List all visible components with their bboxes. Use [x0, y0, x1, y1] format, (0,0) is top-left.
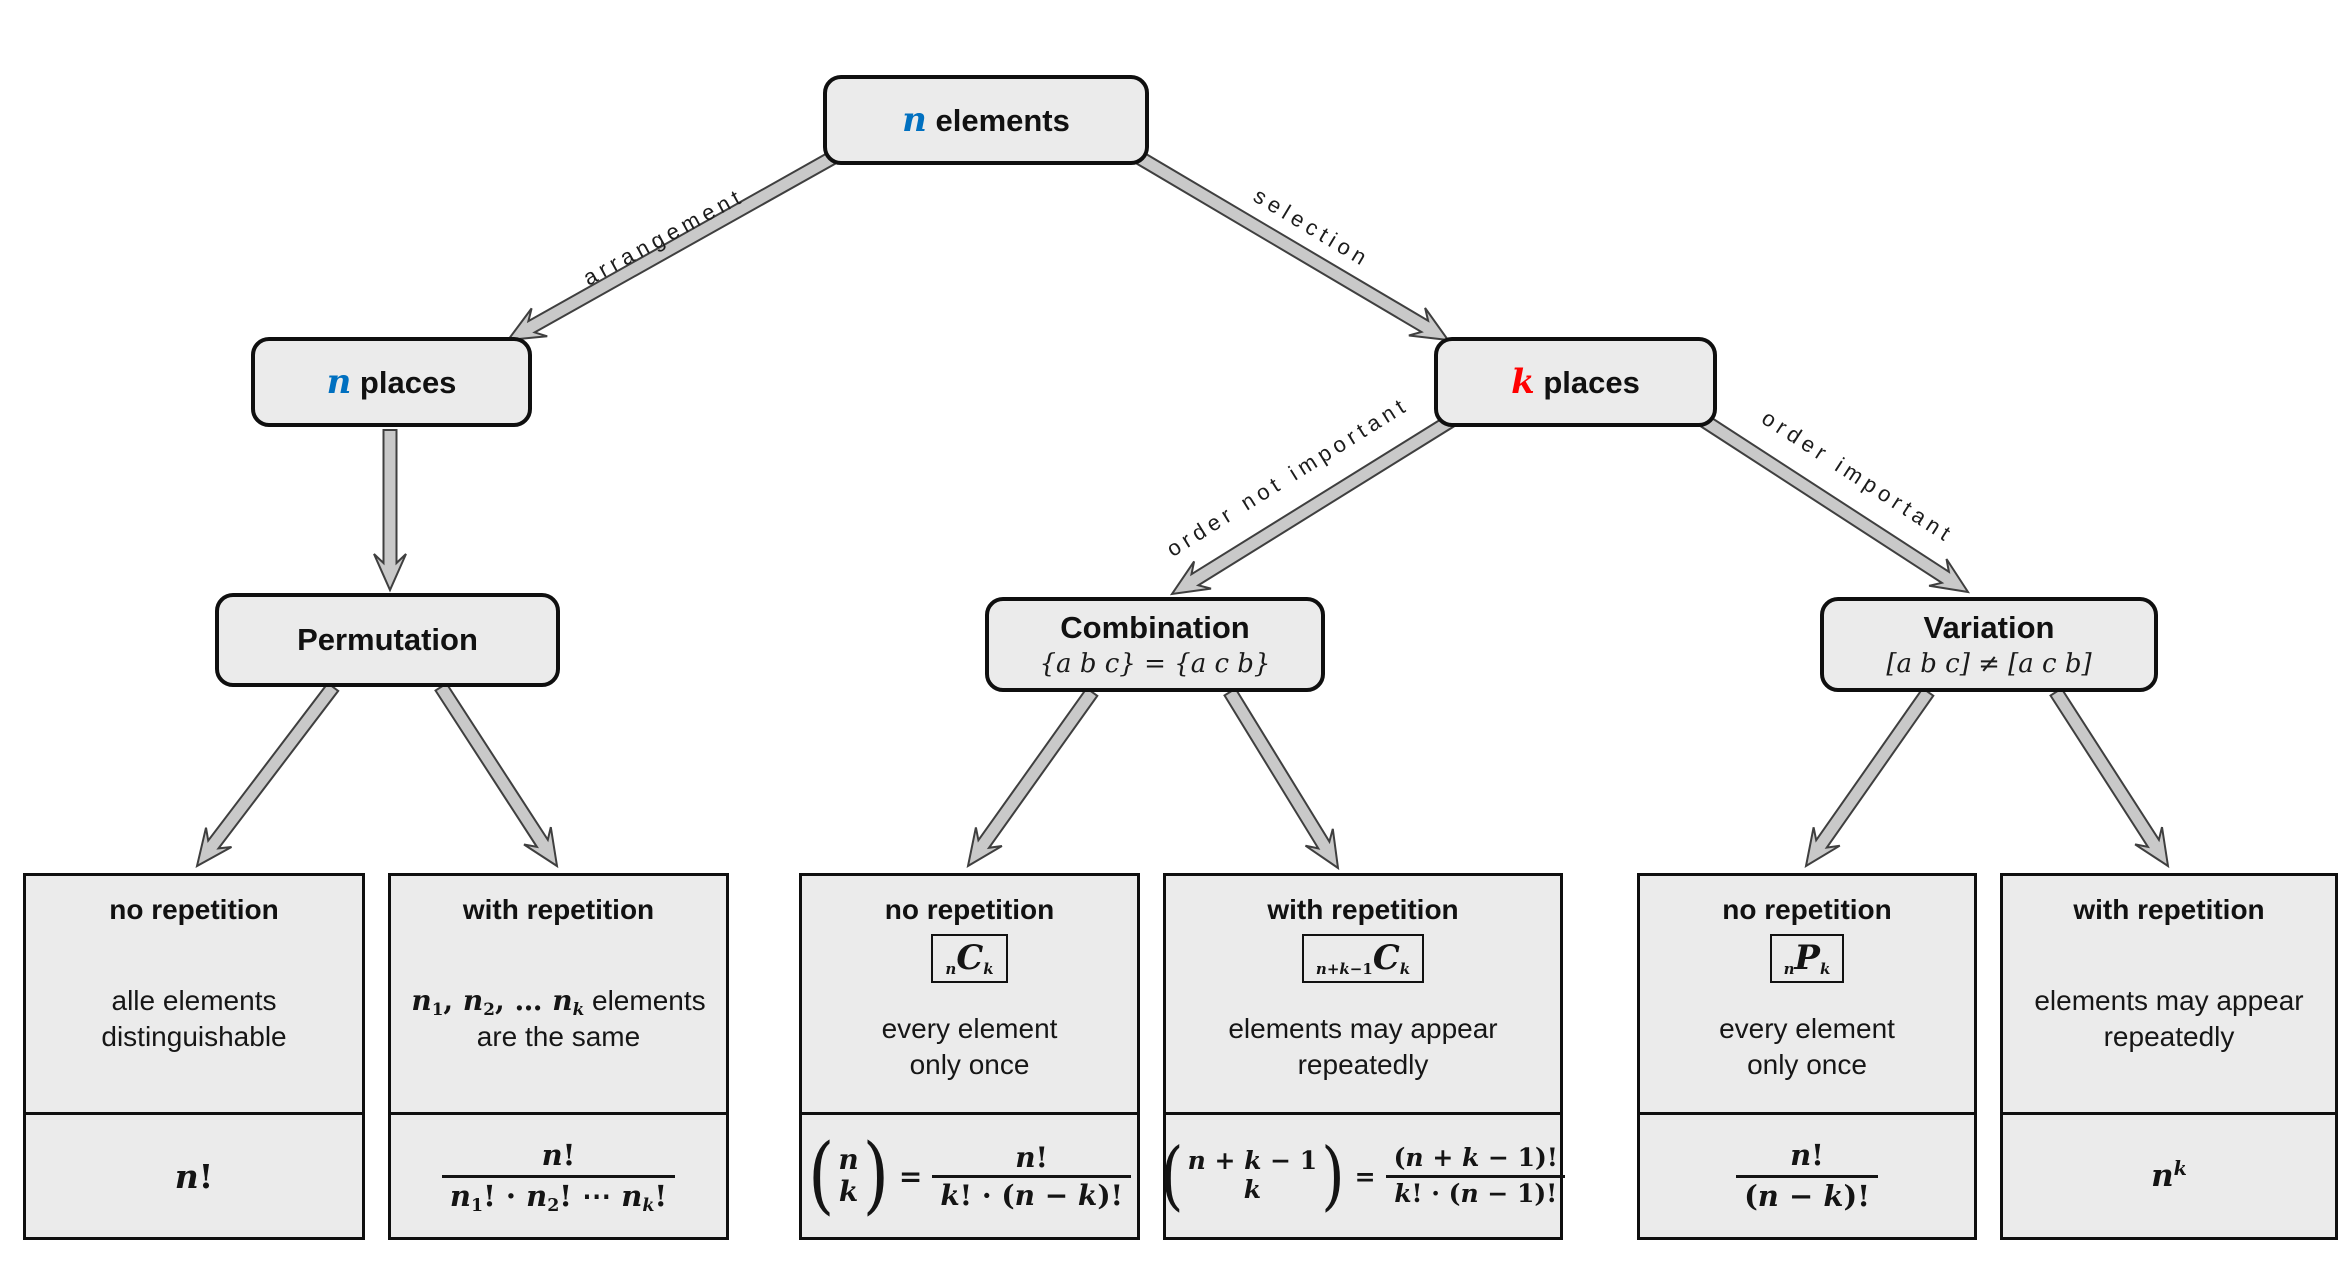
- leaf-content: with repetition elements may appear repe…: [2003, 876, 2335, 1112]
- arrow-4: [434, 682, 559, 869]
- node-variation-title: Variation: [1923, 610, 2055, 645]
- arrow-7: [966, 686, 1099, 869]
- node-k-places: k places: [1434, 337, 1717, 427]
- leaf-header: no repetition: [884, 894, 1055, 925]
- node-combination: Combination {a b c} = {a c b}: [985, 597, 1325, 692]
- node-permutation-title: Permutation: [297, 622, 478, 657]
- leaf-description: every element only once: [881, 1012, 1058, 1081]
- arrow-9: [1804, 686, 1935, 869]
- node-n-places-label: n places: [326, 362, 457, 402]
- leaf-header: no repetition: [109, 894, 279, 925]
- leaf-content: with repetition n+k−1Ck elements may app…: [1166, 876, 1560, 1112]
- node-n-elements-label: n elements: [902, 100, 1070, 140]
- node-n-elements: n elements: [823, 75, 1149, 165]
- node-combination-title: Combination: [1060, 610, 1250, 645]
- node-k-places-label: k places: [1511, 362, 1640, 402]
- leaf-formula: nk: [2003, 1112, 2335, 1237]
- leaf-content: with repetition n1, n2, … nk elements ar…: [391, 876, 726, 1112]
- arrow-10: [2049, 687, 2170, 869]
- arrow-0: [505, 150, 837, 342]
- leaf-variation-with-repetition: with repetition elements may appear repe…: [2000, 873, 2338, 1240]
- arrow-3: [195, 681, 340, 868]
- arrow-1: [1135, 151, 1451, 342]
- leaf-combination-no-repetition: no repetition nCk every element only onc…: [799, 873, 1140, 1240]
- leaf-description: alle elements distinguishable: [101, 984, 287, 1052]
- node-variation: Variation [a b c] ≠ [a c b]: [1820, 597, 2158, 692]
- leaf-header: no repetition: [1722, 894, 1892, 925]
- leaf-content: no repetition alle elements distinguisha…: [26, 876, 362, 1112]
- leaf-description: elements may appear repeatedly: [1228, 1012, 1498, 1081]
- leaf-permutation-with-repetition: with repetition n1, n2, … nk elements ar…: [388, 873, 729, 1240]
- leaf-header: with repetition: [462, 894, 655, 925]
- notation-nCk: nCk: [931, 934, 1008, 983]
- leaf-formula: n!n1! · n2! ⋯ nk!: [391, 1112, 726, 1237]
- arrow-2: [373, 429, 407, 593]
- node-n-places: n places: [251, 337, 532, 427]
- leaf-content: no repetition nPk every element only onc…: [1640, 876, 1974, 1112]
- leaf-description: elements may appear repeatedly: [2034, 984, 2304, 1052]
- node-permutation: Permutation: [215, 593, 560, 687]
- notation-nPk: nPk: [1769, 934, 1845, 983]
- notation-n-plus-k-minus-1-Ck: n+k−1Ck: [1301, 934, 1425, 983]
- leaf-description: every element only once: [1719, 1012, 1895, 1081]
- node-variation-subtitle: [a b c] ≠ [a c b]: [1886, 649, 2092, 679]
- leaf-description: n1, n2, … nk elements are the same: [411, 983, 706, 1052]
- node-combination-subtitle: {a b c} = {a c b}: [1039, 649, 1271, 679]
- leaf-formula: n!(n − k)!: [1640, 1112, 1974, 1237]
- arrow-6: [1698, 413, 1971, 594]
- leaf-combination-with-repetition: with repetition n+k−1Ck elements may app…: [1160, 873, 1566, 1240]
- arrow-5: [1169, 413, 1457, 596]
- leaf-variation-no-repetition: no repetition nPk every element only onc…: [1637, 873, 1977, 1240]
- leaf-formula: n!: [26, 1112, 362, 1237]
- leaf-permutation-no-repetition: no repetition alle elements distinguisha…: [23, 873, 365, 1240]
- leaf-header: with repetition: [1267, 894, 1459, 925]
- arrow-8: [1223, 687, 1340, 871]
- leaf-content: no repetition nCk every element only onc…: [802, 876, 1137, 1112]
- leaf-header: with repetition: [2073, 894, 2265, 925]
